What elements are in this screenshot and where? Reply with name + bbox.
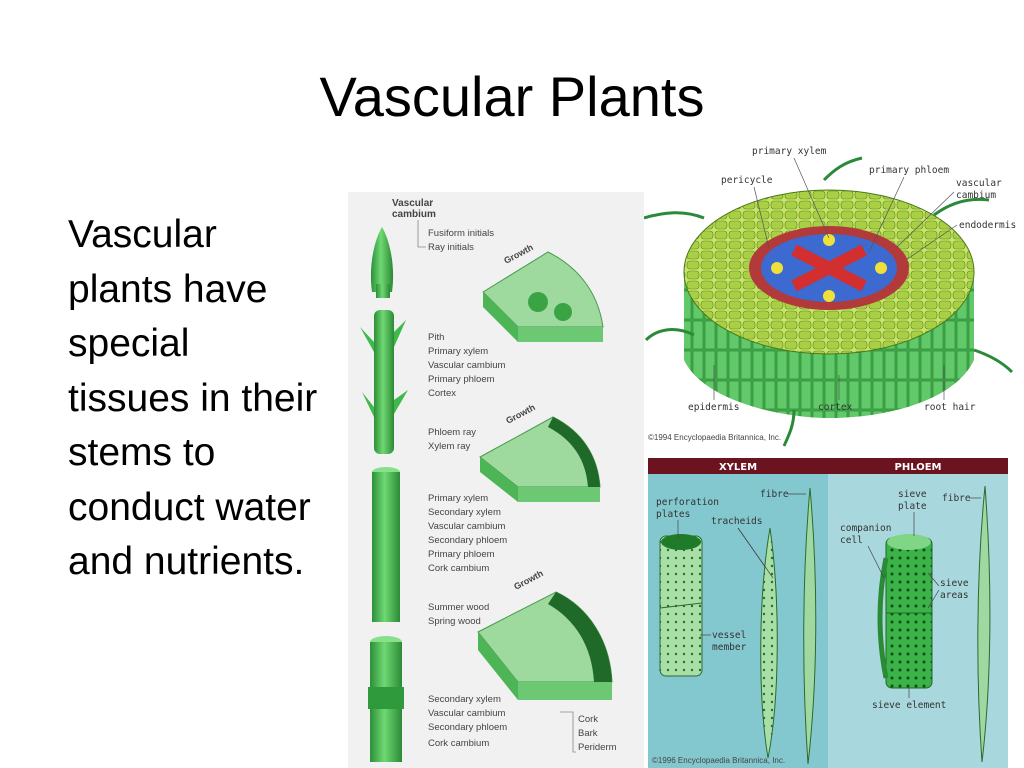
- tracheids-label: tracheids: [711, 516, 762, 527]
- sieve-element-drawing: [877, 534, 933, 689]
- body-text: Vascular plants have special tissues in …: [68, 213, 318, 583]
- vascular-cambium-header-2: cambium: [392, 209, 436, 220]
- xylem-fibre-drawing: [803, 487, 817, 765]
- secondary-phloem-label-3: Secondary phloem: [428, 722, 507, 733]
- periderm-label: Periderm: [578, 742, 617, 753]
- cork-cambium-label-3: Cork cambium: [428, 738, 489, 749]
- secondary-xylem-label-3: Secondary xylem: [428, 694, 501, 705]
- secondary-xylem-label-2: Secondary xylem: [428, 507, 501, 518]
- vascular-cambium-header-1: Vascular: [392, 198, 433, 209]
- pericycle-label: pericycle: [721, 175, 773, 186]
- sieve-areas-label-1: sieve: [940, 578, 969, 589]
- pith-label: Pith: [428, 332, 444, 343]
- primary-xylem-root-label: primary xylem: [752, 146, 827, 157]
- stem-apex-segment: [370, 227, 394, 298]
- vascular-cambium-root-label-1: vascular: [956, 178, 1002, 189]
- perforation-plates-label-1: perforation: [656, 497, 719, 508]
- fusiform-initials-label: Fusiform initials: [428, 228, 494, 239]
- phloem-fibre-drawing: [977, 485, 991, 763]
- vascular-cambium-label-3: Vascular cambium: [428, 708, 506, 719]
- primary-phloem-label-2: Primary phloem: [428, 549, 495, 560]
- spring-wood-label: Spring wood: [428, 616, 481, 627]
- xylem-phloem-figure: XYLEM PHLOEM perforation plates fibre tr…: [648, 458, 1008, 768]
- cortex-label-stem: Cortex: [428, 388, 456, 399]
- stem-primary-segment: [360, 310, 408, 454]
- xylem-fibre-label: fibre: [760, 489, 789, 500]
- companion-cell-label-1: companion: [840, 523, 891, 534]
- ray-initials-label: Ray initials: [428, 242, 474, 253]
- sieve-plate-label-2: plate: [898, 501, 927, 512]
- vascular-cambium-label-1: Vascular cambium: [428, 360, 506, 371]
- sieve-areas-label-2: areas: [940, 590, 969, 601]
- primary-xylem-label-2: Primary xylem: [428, 493, 488, 504]
- root-figure-copyright: ©1994 Encyclopaedia Britannica, Inc.: [648, 433, 781, 442]
- sieve-plate-label-1: sieve: [898, 489, 927, 500]
- primary-phloem-root-label: primary phloem: [869, 165, 949, 176]
- cork-label: Cork: [578, 714, 598, 725]
- phloem-ray-label: Phloem ray: [428, 427, 476, 438]
- stem-mature-segment: [368, 636, 404, 762]
- endodermis-label: endodermis: [959, 220, 1016, 231]
- primary-phloem-label-1: Primary phloem: [428, 374, 495, 385]
- primary-xylem-label-1: Primary xylem: [428, 346, 488, 357]
- vessel-member-drawing: [659, 534, 703, 677]
- phloem-header: PHLOEM: [895, 462, 942, 473]
- perforation-plates-label-2: plates: [656, 509, 690, 520]
- epidermis-label: epidermis: [688, 402, 739, 413]
- stem-growth-figure: Vascular cambium Fusiform initials Ray i…: [348, 192, 644, 768]
- xylem-header: XYLEM: [719, 462, 757, 473]
- companion-cell-label-2: cell: [840, 535, 863, 546]
- stem-section-mature: [477, 591, 613, 700]
- vessel-member-label-1: vessel: [712, 630, 746, 641]
- xylem-phloem-copyright: ©1996 Encyclopaedia Britannica, Inc.: [652, 756, 785, 765]
- summer-wood-label: Summer wood: [428, 602, 489, 613]
- vascular-cambium-label-2: Vascular cambium: [428, 521, 506, 532]
- bark-label: Bark: [578, 728, 598, 739]
- slide-title: Vascular Plants: [319, 65, 705, 128]
- stem-section-primary: [482, 251, 604, 342]
- vessel-member-label-2: member: [712, 642, 747, 653]
- sieve-element-label: sieve element: [872, 700, 946, 711]
- cork-cambium-label-2: Cork cambium: [428, 563, 489, 574]
- stem-section-secondary: [479, 416, 601, 502]
- tracheid-drawing: [760, 527, 778, 759]
- root-hair-label: root hair: [924, 402, 976, 413]
- secondary-phloem-label-2: Secondary phloem: [428, 535, 507, 546]
- phloem-fibre-label: fibre: [942, 493, 971, 504]
- root-section-figure: primary xylem primary phloem pericycle v…: [644, 146, 1016, 447]
- xylem-ray-label: Xylem ray: [428, 441, 470, 452]
- stem-secondary-segment: [372, 467, 400, 622]
- cortex-root-label: cortex: [818, 402, 853, 413]
- vascular-cambium-root-label-2: cambium: [956, 190, 996, 201]
